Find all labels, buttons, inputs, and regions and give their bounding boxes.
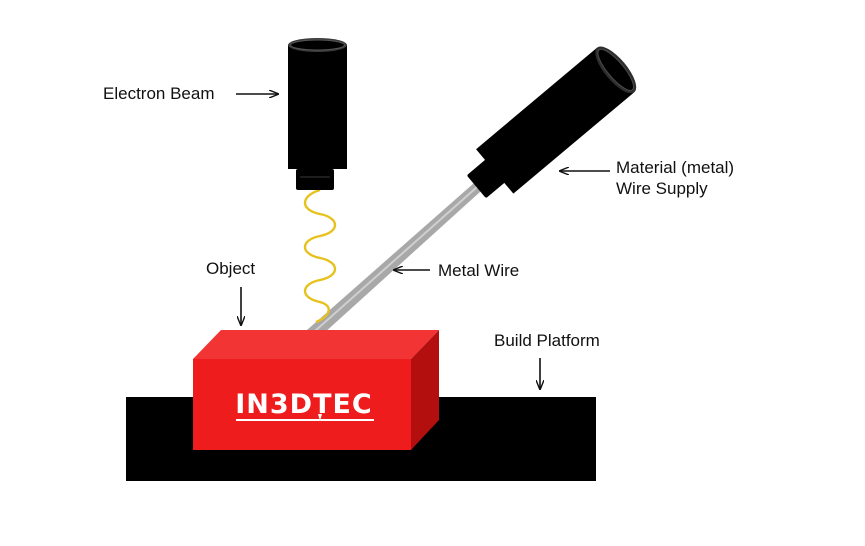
label-electron-beam: Electron Beam xyxy=(103,84,215,103)
label-material-line1: Material (metal) xyxy=(616,158,734,177)
label-material-line2: Wire Supply xyxy=(616,179,708,198)
label-metal-wire: Metal Wire xyxy=(438,261,519,280)
electron-beam-gun xyxy=(288,38,347,190)
object-front-face xyxy=(193,359,411,450)
label-build-platform: Build Platform xyxy=(494,331,600,350)
object-top-face xyxy=(193,330,439,359)
object-side-face xyxy=(411,330,439,450)
wire-supply-unit xyxy=(467,46,637,198)
logo-text: IN3DTEC xyxy=(235,389,373,420)
label-object: Object xyxy=(206,259,255,278)
object-block: IN3DTEC xyxy=(193,330,439,450)
gun-nozzle xyxy=(296,169,334,190)
logo-nozzle-mark xyxy=(318,414,322,421)
electron-beam xyxy=(303,188,337,324)
wire-supply-nozzle xyxy=(467,159,506,198)
